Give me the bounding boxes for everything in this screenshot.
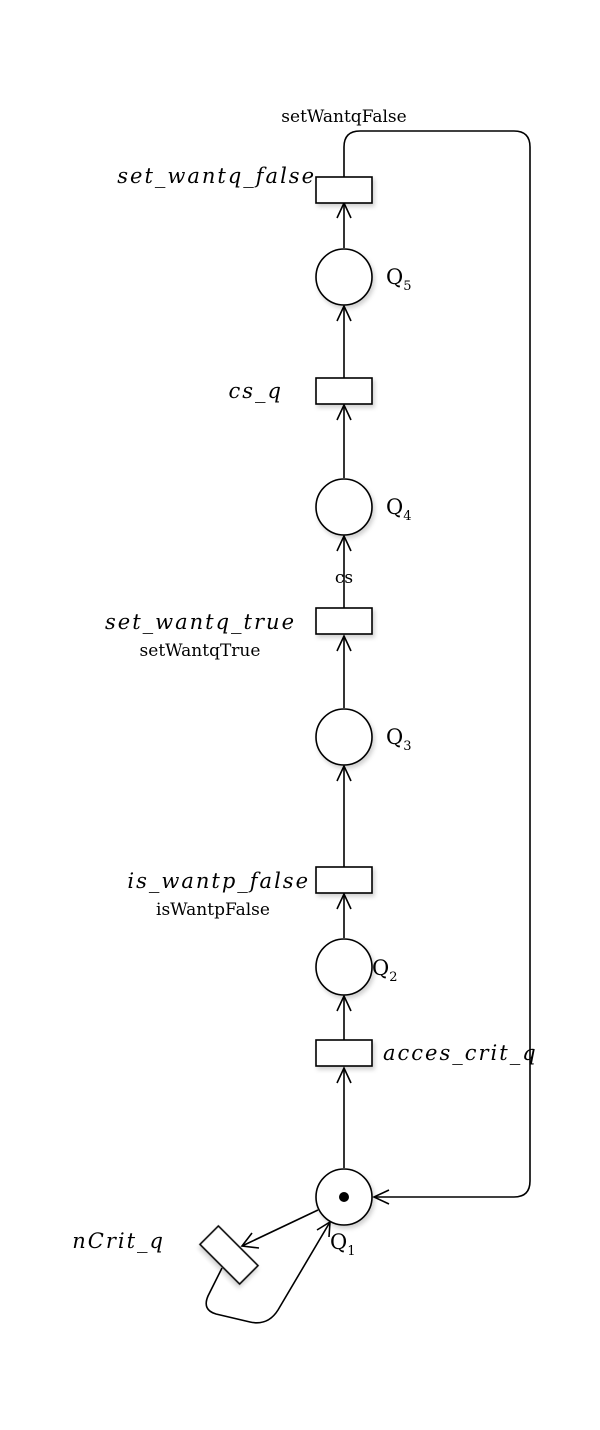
transition-label-acces-crit-q: acces_crit_q bbox=[383, 1041, 538, 1065]
transition-is-wantp-false bbox=[315, 866, 373, 894]
transition-acces-crit-q bbox=[315, 1039, 373, 1067]
place-label-q5: Q5 bbox=[386, 265, 412, 294]
action-label-is-wantp-false: isWantpFalse bbox=[156, 900, 270, 920]
arc-cs-q-to-q5 bbox=[336, 304, 352, 378]
arc-q3-to-set-wantq-true bbox=[336, 634, 352, 708]
arc-set-wantq-false-to-q1 bbox=[343, 130, 531, 1205]
place-label-q1: Q1 bbox=[330, 1230, 356, 1259]
transition-label-set-wantq-true: set_wantq_true bbox=[105, 610, 296, 634]
action-label-set-wantq-true: setWantqTrue bbox=[140, 641, 261, 661]
arc-is-wantp-false-to-q3 bbox=[336, 764, 352, 867]
places bbox=[315, 248, 373, 1226]
arcs bbox=[205, 130, 531, 1324]
transition-label-is-wantp-false: is_wantp_false bbox=[127, 869, 310, 893]
action-label-cs: cs bbox=[335, 568, 353, 588]
place-label-q3: Q3 bbox=[386, 725, 412, 754]
transition-cs-q bbox=[315, 377, 373, 405]
transition-labels: acces_crit_q is_wantp_false isWantpFalse… bbox=[72, 107, 538, 1253]
place-labels: Q1 Q2 Q3 Q4 Q5 bbox=[330, 265, 412, 1259]
place-q5 bbox=[315, 248, 373, 306]
place-q2 bbox=[315, 938, 373, 996]
transition-label-cs-q: cs_q bbox=[229, 379, 283, 403]
place-q3 bbox=[315, 708, 373, 766]
action-label-set-wantq-false: setWantqFalse bbox=[281, 107, 406, 127]
transition-set-wantq-true bbox=[315, 607, 373, 635]
place-q4 bbox=[315, 478, 373, 536]
arc-acces-crit-q-to-q2 bbox=[336, 994, 352, 1040]
transition-label-set-wantq-false: set_wantq_false bbox=[117, 164, 316, 188]
transition-set-wantq-false bbox=[315, 176, 373, 204]
arc-q4-to-cs-q bbox=[336, 403, 352, 478]
arc-q1-to-ncrit-q bbox=[240, 1209, 319, 1249]
arc-q2-to-is-wantp-false bbox=[336, 892, 352, 938]
arc-q5-to-set-wantq-false bbox=[336, 201, 352, 248]
arc-q1-to-acces-crit-q bbox=[336, 1066, 352, 1168]
arc-set-wantq-true-to-q4 bbox=[336, 534, 352, 608]
place-label-q2: Q2 bbox=[372, 956, 398, 985]
token-dot bbox=[339, 1192, 349, 1202]
transition-ncrit-q bbox=[198, 1224, 260, 1286]
place-label-q4: Q4 bbox=[386, 495, 412, 524]
transition-label-ncrit-q: nCrit_q bbox=[72, 1229, 165, 1253]
transitions bbox=[198, 176, 373, 1286]
